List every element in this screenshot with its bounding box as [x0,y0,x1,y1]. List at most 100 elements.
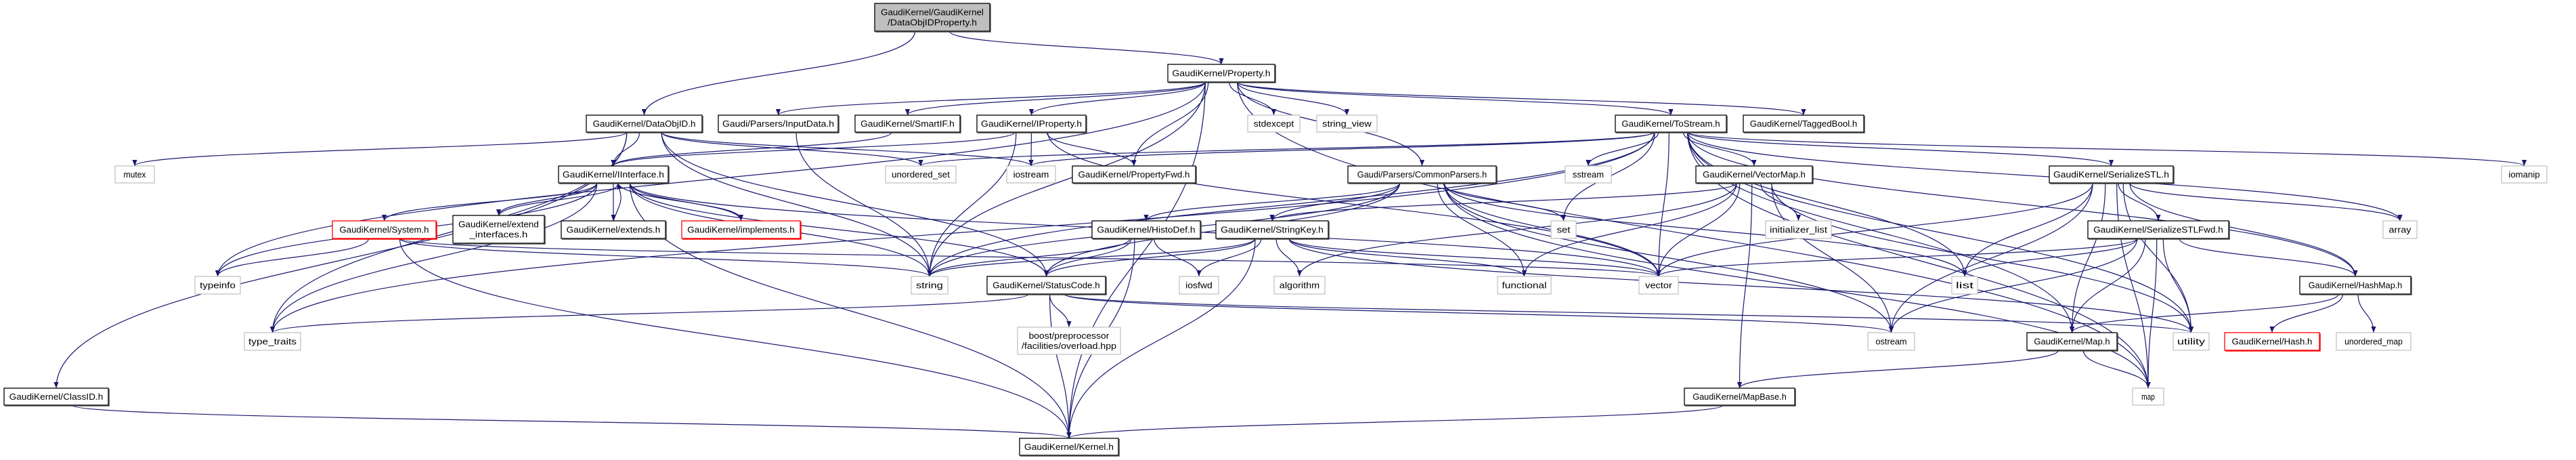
node-label: mutex [124,169,146,180]
node-box [1167,64,1275,83]
node-box [558,165,669,184]
node-box [986,276,1106,295]
node-smartif[interactable]: GaudiKernel/SmartIF.h [854,114,961,133]
edge-tostream-to-vectormap [1682,131,1757,167]
node-label: GaudiKernel/ClassID.h [9,392,104,402]
node-serializestl[interactable]: GaudiKernel/SerializeSTL.h [2049,165,2175,184]
node-unordered-set: unordered_set [885,165,957,184]
node-tostream[interactable]: GaudiKernel/ToStream.h [1615,114,1728,133]
node-shadow [1349,167,1498,184]
edge-iproperty-to-propertyfwd [1046,131,1137,167]
edge-commonparsers-to-histodef [1143,182,1401,222]
node-label: GaudiKernel/SmartIF.h [860,119,955,129]
edge-tostream-to-serializestl [1687,131,2114,167]
node-iproperty[interactable]: GaudiKernel/IProperty.h [976,114,1087,133]
node-taggedbool[interactable]: GaudiKernel/TaggedBool.h [1743,114,1865,133]
node-commonparsers[interactable]: Gaudi/Parsers/CommonParsers.h [1347,165,1498,184]
node-kernel[interactable]: GaudiKernel/Kernel.h [1019,438,1120,457]
node-label: typeinfo [200,280,236,291]
node-serializestlfwd[interactable]: GaudiKernel/SerializeSTLFwd.h [2087,220,2230,240]
node-propertyfwd[interactable]: GaudiKernel/PropertyFwd.h [1072,165,1197,184]
node-box [1743,114,1864,133]
node-shadow [2050,167,2175,184]
node-implements[interactable]: GaudiKernel/implements.h [681,220,802,240]
node-hash[interactable]: GaudiKernel/Hash.h [2224,332,2321,352]
node-vectormap[interactable]: GaudiKernel/VectorMap.h [1695,165,1814,184]
node-dataobjid[interactable]: GaudiKernel/DataObjID.h [586,114,703,133]
edge-iinterface-to-system [382,182,598,222]
edge-vectormap-to-utility [1771,182,2194,333]
node-classid[interactable]: GaudiKernel/ClassID.h [3,388,110,406]
node-vector: vector [1638,276,1679,295]
edge-inputdata-to-string [795,131,932,277]
node-box [1695,165,1813,184]
node-label: GaudiKernel/Kernel.h [1024,442,1114,452]
node-label: boost/preprocessor [1029,331,1110,341]
node-box [1019,438,1119,456]
node-label: GaudiKernel/IProperty.h [981,119,1082,129]
node-label: GaudiKernel/HistoDef.h [1097,225,1195,235]
node-label: _interfaces.h [468,230,527,240]
node-shadow [978,116,1087,133]
node-label: GaudiKernel/DataObjID.h [593,119,696,129]
edge-stringkey-to-algorithm [1275,238,1303,277]
node-extends[interactable]: GaudiKernel/extends.h [561,220,667,240]
node-stdexcept: stdexcept [1247,114,1301,133]
edge-tostream-to-vector [1656,131,1669,277]
node-hashmap[interactable]: GaudiKernel/HashMap.h [2299,276,2412,295]
node-statuscode[interactable]: GaudiKernel/StatusCode.h [986,276,1107,295]
node-label: GaudiKernel/PropertyFwd.h [1078,169,1190,180]
node-label: type_traits [248,337,297,347]
node-shadow [1744,116,1865,133]
node-utility: utility [2173,332,2210,351]
node-box [1867,332,1915,351]
edge-commonparsers-to-list [1443,182,1967,277]
edge-stringkey-to-kernel [1066,238,1256,439]
node-label: GaudiKernel/extend [458,219,539,230]
edge-serializestl-to-array [2129,182,2403,222]
edge-iinterface-to-extend_interfaces [496,182,598,216]
node-box [1765,220,1832,239]
node-label: iosfwd [1185,280,1213,291]
node-box [452,215,545,244]
edge-dataobjid-to-mutex [132,131,628,167]
edge-property-to-smartif [905,81,1206,116]
node-label: GaudiKernel/VectorMap.h [1703,169,1806,180]
node-box [1347,165,1497,184]
edge-vectormap-to-vector [1656,182,1741,277]
node-box [1316,114,1378,133]
node-root[interactable]: GaudiKernel/GaudiKernel/DataObjIDPropert… [874,3,991,33]
node-histodef[interactable]: GaudiKernel/HistoDef.h [1091,220,1202,240]
node-property[interactable]: GaudiKernel/Property.h [1167,64,1276,83]
node-shadow [1697,167,1814,184]
node-box [1684,388,1795,406]
node-label: ostream [1875,337,1906,347]
node-box [1017,327,1121,355]
node-shadow [1073,167,1197,184]
edge-serializestl-to-map_h [2069,182,2106,333]
node-box [586,114,703,133]
node-shadow [454,216,546,245]
node-system[interactable]: GaudiKernel/System.h [332,220,437,240]
edge-property-to-string_view [1237,81,1350,116]
edge-serializestl-to-vector [1656,182,2093,277]
node-box [1497,276,1552,295]
edge-statuscode-to-type_traits [270,293,1029,333]
node-shadow [875,4,991,33]
edge-tostream-to-sstream [1586,131,1659,167]
node-stringkey[interactable]: GaudiKernel/StringKey.h [1215,220,1330,240]
edge-property-to-stdexcept [1229,81,1277,116]
edge-property-to-iproperty [1028,81,1206,116]
node-extend-interfaces[interactable]: GaudiKernel/extend_interfaces.h [452,215,546,245]
node-inputdata[interactable]: Gaudi/Parsers/InputData.h [718,114,839,133]
edge-serializestlfwd-to-list [1962,238,2138,277]
node-label: GaudiKernel/SerializeSTL.h [2053,169,2169,180]
edge-tostream-to-string [927,131,1655,277]
edge-commonparsers-to-ostream [1443,182,1894,333]
node-box [244,332,301,351]
node-set: set [1550,220,1577,239]
node-map-h[interactable]: GaudiKernel/Map.h [2026,332,2118,352]
node-box [1638,276,1679,295]
node-mapbase[interactable]: GaudiKernel/MapBase.h [1684,388,1796,406]
node-iinterface[interactable]: GaudiKernel/IInterface.h [558,165,670,184]
